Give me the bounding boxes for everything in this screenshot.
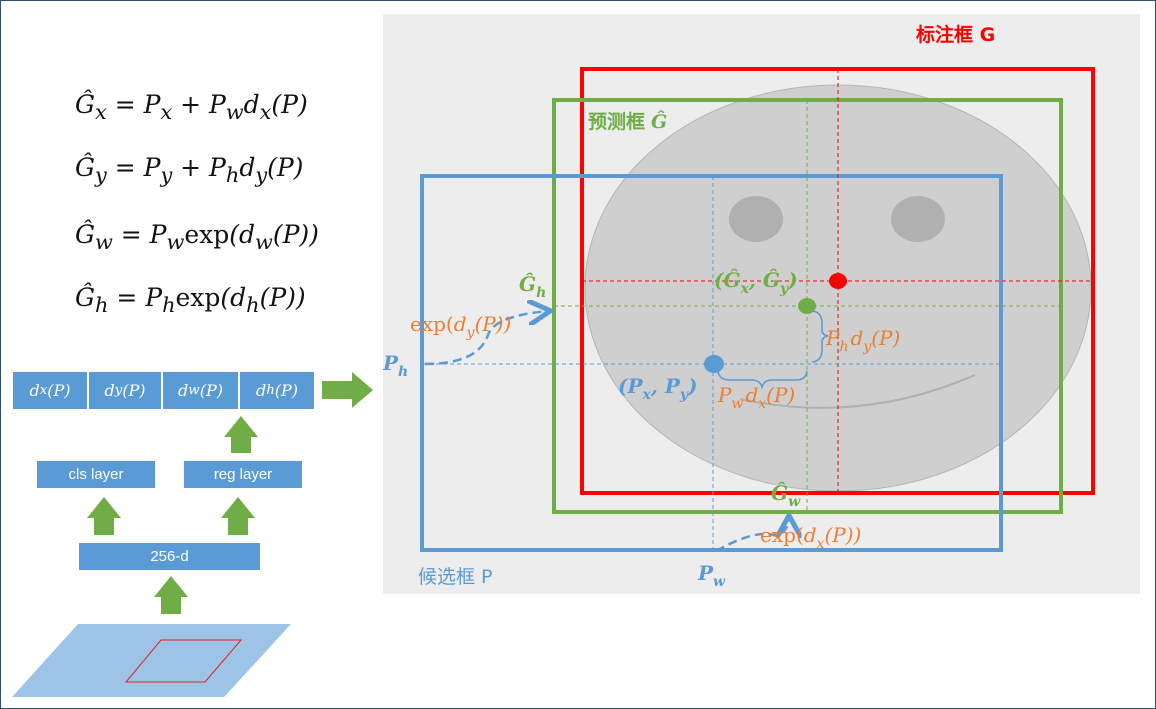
feature-map-plane xyxy=(12,624,291,697)
arrow-up-input-to-feature xyxy=(154,576,188,614)
arrow-up-feature-to-reg xyxy=(221,497,255,535)
left-eye xyxy=(729,196,783,242)
label-exp-dy: exp(dy(P)) xyxy=(410,312,511,341)
label-gxy: (Ĝx, Ĝy) xyxy=(714,267,798,297)
brace-horizontal xyxy=(717,370,808,390)
reg-layer-box: reg layer xyxy=(184,461,302,488)
sliding-window xyxy=(124,639,243,683)
proposal-box xyxy=(420,174,1003,552)
arrow-right-to-image xyxy=(322,372,373,408)
label-exp-dx: exp(dx(P)) xyxy=(760,523,861,552)
gt-label: 标注框 G xyxy=(916,23,995,46)
brace-vertical xyxy=(811,310,829,363)
equation-gh: Ĝh = Phexp(dh(P)) xyxy=(75,283,306,317)
equation-gw: Ĝw = Pwexp(dw(P)) xyxy=(75,220,319,254)
gt-center-point xyxy=(829,273,847,289)
curve-arrow-pw xyxy=(715,518,789,553)
label-ph: Ph xyxy=(382,351,408,380)
cls-layer-box: cls layer xyxy=(37,461,155,488)
mouth xyxy=(739,374,976,409)
curve-arrow-ph xyxy=(424,311,548,366)
feature-256d-box: 256-d xyxy=(79,543,260,570)
proposal-label: 候选框 P xyxy=(418,566,493,588)
equation-gy: Ĝy = Py + Phdy(P) xyxy=(75,153,304,187)
arrow-up-reg-to-output xyxy=(224,416,258,453)
label-gw: Ĝw xyxy=(771,480,801,510)
proposal-center-point xyxy=(704,355,724,373)
equation-gx: Ĝx = Px + Pwdx(P) xyxy=(75,90,308,124)
label-pw: Pw xyxy=(697,561,726,590)
right-eye xyxy=(891,196,945,242)
label-pxy: (Px, Py) xyxy=(618,374,697,403)
pred-center-point xyxy=(798,298,816,314)
label-gh: Ĝh xyxy=(519,271,546,301)
arrow-up-feature-to-cls xyxy=(87,497,121,535)
